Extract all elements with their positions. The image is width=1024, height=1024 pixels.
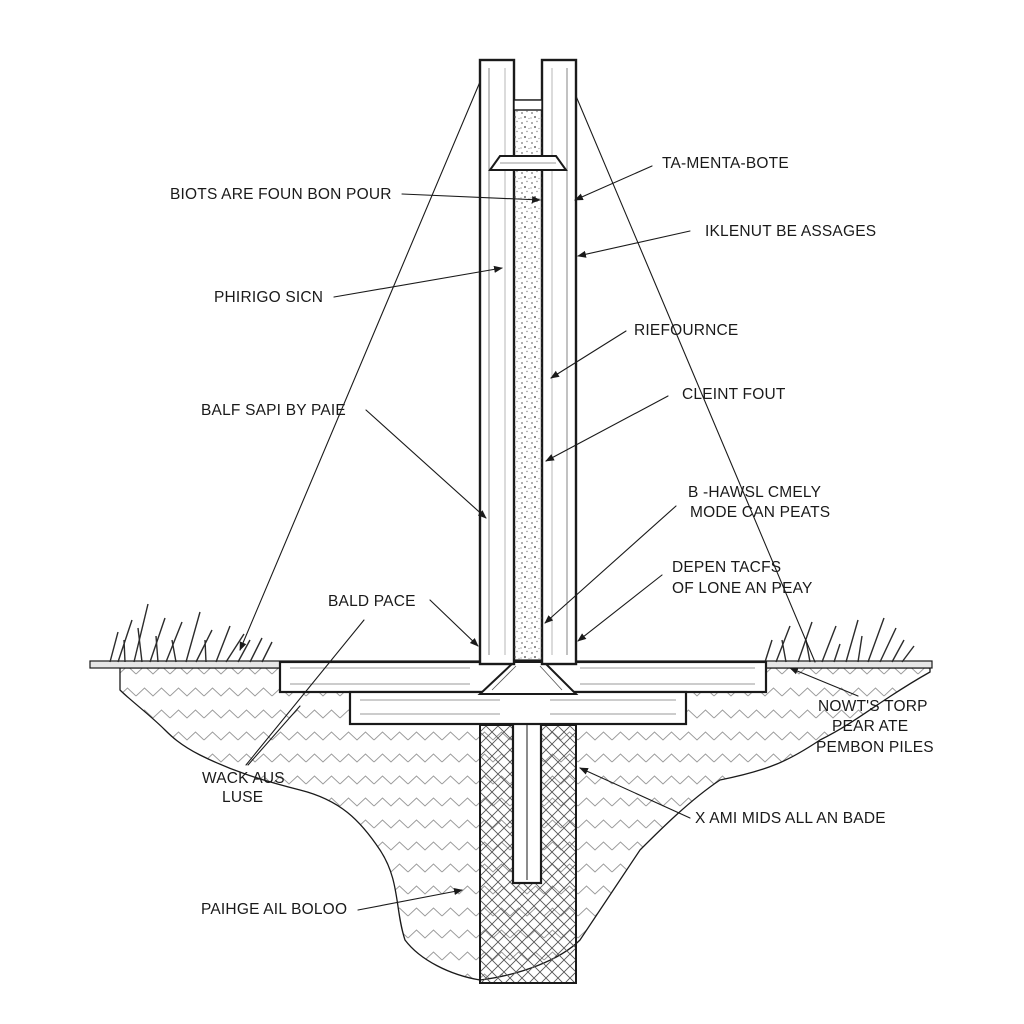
- label-nowts-line2: PEAR ATE: [832, 718, 908, 735]
- post-left: [478, 58, 516, 666]
- label-cleint: CLEINT FOUT: [682, 386, 786, 403]
- label-wack-line2: LUSE: [222, 789, 263, 806]
- label-bhawsl-line1: B -HAWSL CMELY: [688, 484, 821, 501]
- labels: BIOTS ARE FOUN BON POUR PHIRIGO SICN BAL…: [170, 155, 934, 918]
- cap-collar: [488, 155, 568, 171]
- grass-right: [764, 617, 915, 663]
- label-xami: X AMI MIDS ALL AN BADE: [695, 810, 886, 827]
- label-phirigo: PHIRIGO SICN: [214, 289, 323, 306]
- label-nowts-line1: NOWT'S TORP: [818, 698, 928, 715]
- guy-lines: [239, 69, 816, 663]
- label-bald-pace: BALD PACE: [328, 593, 416, 610]
- label-ta-menta: TA-MENTA-BOTE: [662, 155, 789, 172]
- grass-left: [109, 603, 273, 663]
- label-paihge: PAIHGE AIL BOLOO: [201, 901, 347, 918]
- label-wack-line1: WACK AUS: [202, 770, 285, 787]
- label-balf: BALF SAPI BY PAIE: [201, 402, 346, 419]
- post-right: [540, 58, 578, 666]
- label-nowts-line3: PEMBON PILES: [816, 739, 934, 756]
- label-iklenut: IKLENUT BE ASSAGES: [705, 223, 876, 240]
- concrete-core: [513, 99, 543, 661]
- leader-arrows: [245, 165, 859, 911]
- label-biots: BIOTS ARE FOUN BON POUR: [170, 186, 392, 203]
- label-depen-line1: DEPEN TACFS: [672, 559, 781, 576]
- label-depen-line2: OF LONE AN PEAY: [672, 580, 813, 597]
- footing-slab-lower: [348, 690, 688, 726]
- label-bhawsl-line2: MODE CAN PEATS: [690, 504, 830, 521]
- label-riefournce: RIEFOURNCE: [634, 322, 738, 339]
